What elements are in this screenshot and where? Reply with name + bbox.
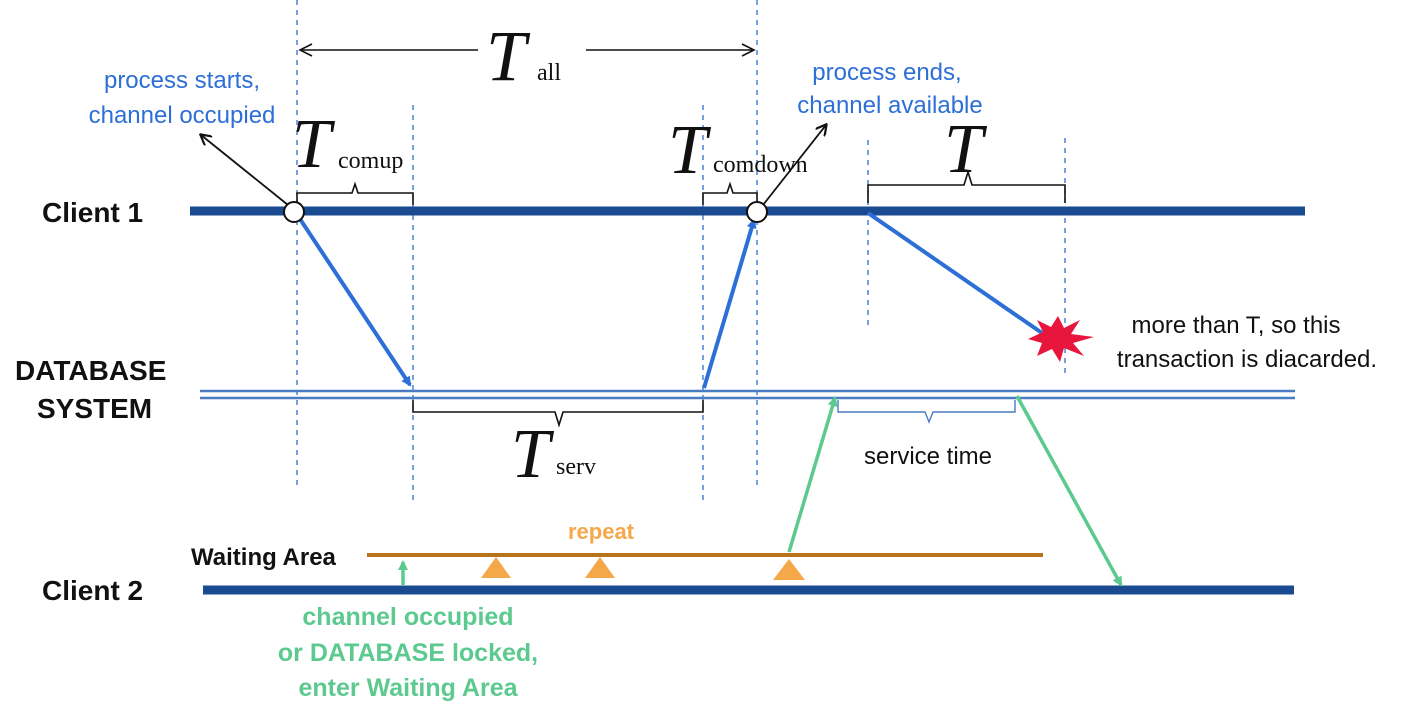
- process-end-pointer: [762, 125, 826, 206]
- t-serv-symbol: T: [511, 416, 555, 493]
- database-label-line1: DATABASE: [15, 355, 166, 386]
- discard-note-line1: more than T, so this: [1132, 312, 1341, 339]
- brace-serv: [412, 400, 704, 428]
- process-end-marker: [746, 201, 768, 223]
- process-starts-line2: channel occupied: [89, 102, 276, 129]
- brace-t: [867, 169, 1066, 203]
- t-comdown-subscript: comdown: [713, 152, 808, 178]
- process-start-marker: [283, 201, 305, 223]
- t-all-span-arrow: [298, 43, 756, 57]
- arrow-comup: [296, 214, 412, 387]
- process-start-pointer: [201, 135, 289, 206]
- repeat-triangle: [585, 557, 615, 578]
- t-comdown-symbol: T: [668, 112, 712, 189]
- arrow-timeout: [866, 211, 1044, 335]
- brace-comdown: [702, 181, 758, 205]
- dashed-guides: [296, 0, 1066, 500]
- t-all-symbol: T: [486, 16, 531, 96]
- arrow-to-database: [787, 396, 838, 553]
- process-ends-line1: process ends,: [812, 59, 961, 86]
- waiting-note-line3: enter Waiting Area: [298, 674, 518, 702]
- waiting-area-label: Waiting Area: [191, 544, 337, 571]
- repeat-triangle: [481, 557, 511, 578]
- t-comup-subscript: comup: [338, 148, 403, 174]
- client1-label: Client 1: [42, 197, 143, 228]
- repeat-triangle: [773, 559, 805, 580]
- arrow-comdown: [702, 218, 757, 389]
- discard-note-line2: transaction is diacarded.: [1117, 346, 1377, 373]
- process-ends-line2: channel available: [797, 92, 982, 119]
- t-all-subscript: all: [537, 60, 561, 86]
- service-time-label: service time: [864, 443, 992, 470]
- t-timeout-symbol: T: [944, 111, 988, 188]
- waiting-note-line1: channel occupied: [302, 603, 513, 631]
- repeat-label: repeat: [568, 519, 635, 544]
- t-serv-subscript: serv: [556, 454, 596, 480]
- arrow-from-database: [1015, 395, 1123, 587]
- client2-label: Client 2: [42, 575, 143, 606]
- process-starts-line1: process starts,: [104, 67, 260, 94]
- repeat-triangles: [481, 557, 805, 580]
- green-arrows: [398, 395, 1123, 587]
- waiting-note-line2: or DATABASE locked,: [278, 639, 538, 667]
- discard-burst-icon: [1028, 316, 1094, 362]
- braces: [296, 169, 1066, 428]
- database-line: [200, 389, 1295, 400]
- t-comup-symbol: T: [292, 106, 336, 183]
- blue-arrows: [296, 211, 1044, 389]
- database-label-line2: SYSTEM: [37, 393, 152, 424]
- brace-service-time: [837, 400, 1016, 424]
- brace-comup: [296, 181, 414, 205]
